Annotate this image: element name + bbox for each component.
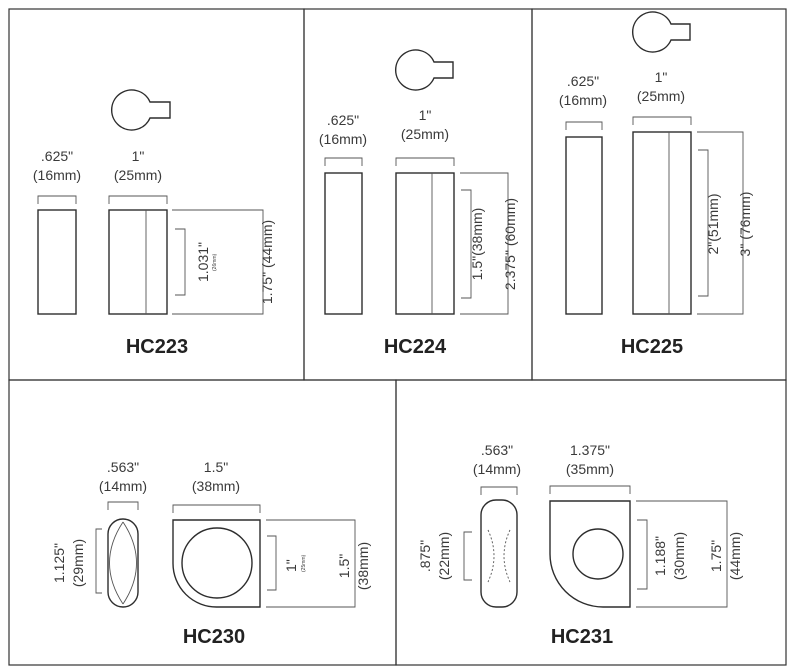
width-large-in: 1": [655, 69, 668, 85]
model-label: HC230: [183, 626, 245, 648]
hinge-leaf-narrow: [37, 209, 77, 315]
side-height-in: 1.125": [51, 543, 67, 583]
width-small-mm: (16mm): [559, 92, 607, 108]
outer-height: 2.375" (60mm): [502, 198, 518, 290]
width-small-in: .625": [567, 73, 599, 89]
hinge-side-profile: [480, 499, 518, 608]
hinge-hole: [181, 527, 253, 599]
outer-height: 3" (76mm): [737, 192, 753, 257]
hinge-leaf-wide: [108, 209, 168, 315]
hinge-leaf-narrow: [324, 172, 363, 315]
width-large-in: 1.375": [570, 442, 610, 458]
width-large-mm: (25mm): [401, 126, 449, 142]
outer-height-mm: (38mm): [355, 542, 371, 590]
hinge-leaf-narrow: [565, 136, 603, 315]
width-small-in: .625": [327, 112, 359, 128]
outer-height-in: 1.75": [708, 540, 724, 572]
model-label: HC225: [621, 336, 683, 358]
inner-height-in: 1": [283, 559, 299, 572]
side-bulge: [487, 529, 495, 583]
width-large-mm: (25mm): [114, 167, 162, 183]
side-bulge: [503, 529, 511, 583]
width-large-mm: (38mm): [192, 478, 240, 494]
width-small-in: .563": [107, 459, 139, 475]
panel-hc225: .625" (16mm) 1" (25mm) 2"(51mm) 3" (76mm…: [559, 11, 753, 358]
width-small-in: .625": [41, 148, 73, 164]
panel-frame-hc223: [8, 8, 305, 381]
side-height-mm: (22mm): [436, 532, 452, 580]
inner-height-mm: (25mm): [301, 554, 307, 572]
hinge-knuckle-top-view: [631, 11, 691, 53]
side-bulge: [109, 521, 124, 605]
width-small-mm: (16mm): [33, 167, 81, 183]
outer-height-in: 1.5": [336, 554, 352, 578]
side-height-mm: (29mm): [70, 539, 86, 587]
panel-hc231: .563" (14mm) 1.375" (35mm) .875" (22mm) …: [417, 442, 743, 648]
width-small-mm: (16mm): [319, 131, 367, 147]
hinge-knuckle-top-view: [394, 49, 454, 91]
width-large-in: 1.5": [204, 459, 228, 475]
model-label: HC224: [384, 336, 447, 358]
inner-height-in: 1.031": [195, 242, 211, 282]
hinge-side-profile: [107, 518, 139, 608]
width-small-mm: (14mm): [99, 478, 147, 494]
width-small-in: .563": [481, 442, 513, 458]
side-height-in: .875": [417, 540, 433, 572]
hinge-knuckle-top-view: [110, 89, 171, 131]
hinge-hole: [572, 528, 624, 580]
inner-height: 1.5"(38mm): [469, 208, 485, 281]
inner-height: 2"(51mm): [705, 194, 721, 255]
inner-height-in: 1.188": [652, 536, 668, 576]
panel-hc224: .625" (16mm) 1" (25mm) 1.5"(38mm) 2.375"…: [319, 49, 518, 358]
panel-frame-hc231: [395, 379, 787, 666]
width-large-in: 1": [132, 148, 145, 164]
panel-hc223: .625" (16mm) 1" (25mm) 1.031" (26mm) 1.7…: [33, 89, 275, 358]
inner-height-mm: (26mm): [212, 253, 218, 271]
panel-hc230: .563" (14mm) 1.5" (38mm) 1.125" (29mm) 1…: [51, 459, 371, 648]
width-large-mm: (35mm): [566, 461, 614, 477]
width-large-in: 1": [419, 107, 432, 123]
inner-height-mm: (30mm): [671, 532, 687, 580]
width-small-mm: (14mm): [473, 461, 521, 477]
width-large-mm: (25mm): [637, 88, 685, 104]
hinge-leaf-wide: [632, 131, 692, 315]
outer-height: 1.75" (44mm): [259, 220, 275, 304]
model-label: HC231: [551, 626, 613, 648]
side-bulge: [122, 521, 137, 605]
model-label: HC223: [126, 336, 188, 358]
hinge-leaf-wide: [395, 172, 455, 315]
outer-height-mm: (44mm): [727, 532, 743, 580]
